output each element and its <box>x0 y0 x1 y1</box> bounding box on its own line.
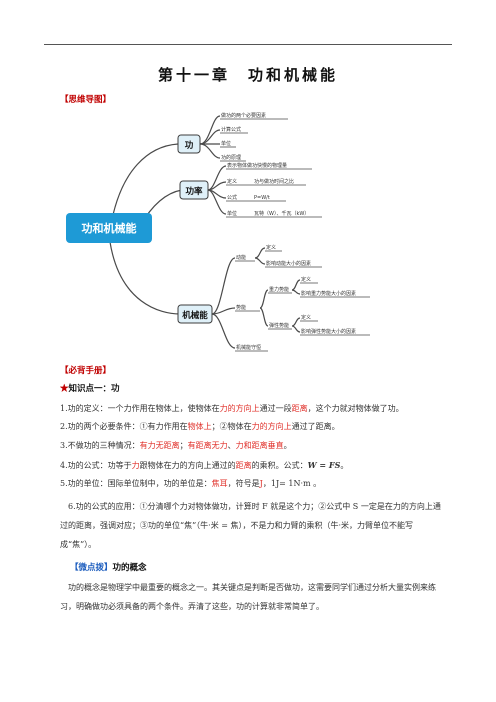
mindmap-heading: 【思维导图】 <box>60 95 112 105</box>
tip-title: 功的概念 <box>112 563 147 573</box>
tip-heading: 【微点拨】功的概念 <box>70 561 147 573</box>
leaf-text: 单位 <box>227 210 237 217</box>
leaf-text: 单位 <box>221 140 231 147</box>
leaf-text: 定义 <box>266 244 276 251</box>
leaf-text: 计算公式 <box>221 126 241 133</box>
line-1: 1.功的定义：一个力作用在物体上，使物体在力的方向上通过一段距离，这个力就对物体… <box>60 404 404 413</box>
leaf-text: 势能 <box>236 304 246 311</box>
mindmap-root: 功和机械能 <box>82 221 137 235</box>
leaf-text: 影响重力势能大小的因素 <box>301 290 356 297</box>
leaf-text: 公式 <box>227 194 237 201</box>
leaf-text: 重力势能 <box>269 286 289 293</box>
star-icon: ★ <box>60 384 69 394</box>
tip-body: 功的概念是物理学中最重要的概念之一。其关键点是判断是否做功，这需要同学们通过分析… <box>60 583 436 611</box>
leaf-text: 弹性势能 <box>269 322 289 329</box>
node-jixieneng: 机械能 <box>182 310 208 321</box>
leaf-text: P=W/t <box>254 195 270 201</box>
line-4: 4.功的公式：功等于力跟物体在力的方向上通过的距离的乘积。公式：W = FS。 <box>60 460 349 470</box>
node-gong: 功 <box>185 140 194 151</box>
leaf-text: 功的原理 <box>221 154 241 161</box>
must-know-heading: 【必背手册】 <box>60 366 112 376</box>
node-gonglv: 功率 <box>185 186 203 197</box>
knowledge-point-1: ★知识点一：功 <box>60 382 120 394</box>
line-6: 6.功的公式的应用：①分清哪个力对物体做功，计算时 F 就是这个力；②公式中 S… <box>60 502 441 549</box>
line-5: 5.功的单位：国际单位制中，功的单位是：焦耳，符号是J，1J= 1N·m 。 <box>60 479 322 488</box>
leaf-text: 功与做功时间之比 <box>254 178 294 185</box>
leaf-text: 定义 <box>227 178 237 185</box>
mind-map: 功和机械能 功 功率 机械能 做功的两个必要因素 计算公式 单位 功的原理 表示… <box>66 112 370 352</box>
leaf-text: 表示物体做功快慢的物理量 <box>227 162 287 169</box>
leaf-text: 动能 <box>236 254 246 261</box>
formula: W = FS <box>307 460 341 470</box>
leaf-text: 影响弹性势能大小的因素 <box>301 328 356 335</box>
tip-bracket: 【微点拨】 <box>70 563 113 573</box>
link-root-jixie <box>109 241 181 315</box>
link-root-gong <box>109 143 179 231</box>
page-title: 第十一章 功和机械能 <box>157 66 338 84</box>
line-3: 3.不做功的三种情况：有力无距离；有距离无力、力和距离垂直。 <box>60 441 292 450</box>
leaf-text: 机械能守恒 <box>236 344 261 351</box>
line-2: 2.功的两个必要条件：①有力作用在物体上；②物体在力的方向上通过了距离。 <box>60 422 340 431</box>
leaf-text: 定义 <box>301 314 311 321</box>
leaf-text: 影响动能大小的因素 <box>266 260 311 267</box>
kp1-label: 知识点一：功 <box>68 384 120 394</box>
header-rule <box>44 44 452 45</box>
leaf-text: 定义 <box>301 276 311 283</box>
leaf-text: 瓦特（W）、千瓦（kW） <box>254 210 309 217</box>
leaf-text: 做功的两个必要因素 <box>221 112 266 119</box>
